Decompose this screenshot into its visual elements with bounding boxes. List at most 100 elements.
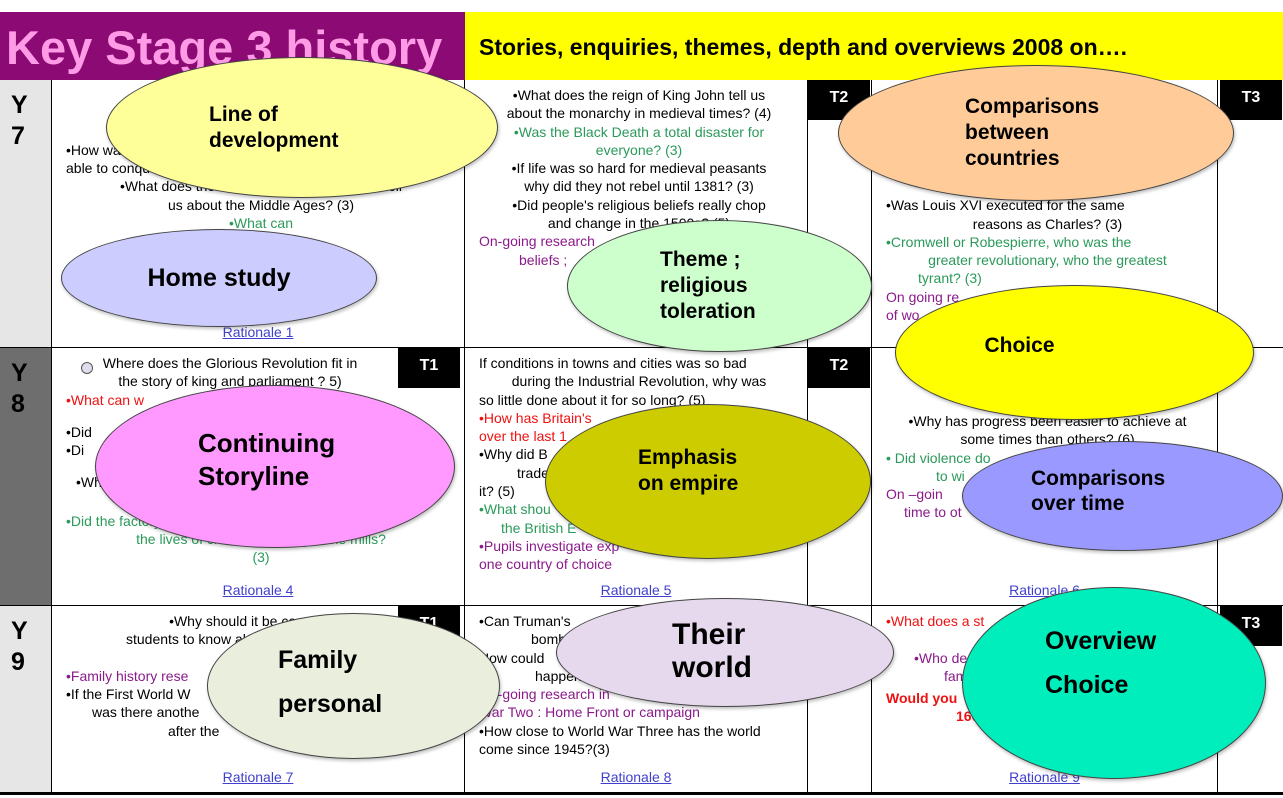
- year-label-y8: Y 8: [0, 348, 52, 606]
- text-line: during the Industrial Revolution, why wa…: [511, 373, 767, 390]
- rationale-1-link[interactable]: Rationale 1: [222, 323, 294, 340]
- text-line: •Did people's religious beliefs really c…: [512, 196, 766, 213]
- text-line: •Was the Black Death a total disaster fo…: [513, 123, 765, 140]
- gap-cell: [808, 348, 872, 606]
- text-line: greater revolutionary, who the greatest: [928, 252, 1167, 269]
- text-line: tyrant? (3): [918, 270, 982, 287]
- oval-text: Theme ;: [660, 248, 741, 271]
- year-label-y9: Y 9: [0, 606, 52, 793]
- text-line: •If the First World W: [66, 686, 191, 703]
- text-line: On-going research in: [479, 686, 610, 703]
- text-line: of wo: [886, 307, 920, 324]
- oval-family-personal: Family personal: [207, 613, 500, 759]
- oval-home-study: Home study: [61, 229, 377, 327]
- text-line: How could: [479, 649, 545, 666]
- text-line: On-going research: [479, 233, 595, 250]
- rationale-4-link[interactable]: Rationale 4: [222, 581, 294, 598]
- oval-text: Storyline: [198, 460, 310, 491]
- oval-comparisons-between-countries: Comparisons between countries: [838, 65, 1234, 201]
- gap-cell: [808, 80, 872, 348]
- year-number: 7: [11, 122, 25, 150]
- oval-text: between: [965, 121, 1050, 144]
- text-line: •How wa: [66, 141, 121, 158]
- page-subtitle: Stories, enquiries, themes, depth and ov…: [465, 12, 1283, 80]
- text-line: •Di: [66, 442, 85, 459]
- oval-text: countries: [965, 147, 1060, 170]
- oval-text: Choice: [984, 333, 1055, 357]
- text-line: the British E: [501, 519, 577, 536]
- oval-text: personal: [278, 690, 383, 718]
- year-letter: Y: [11, 91, 28, 119]
- oval-theme-religious-toleration: Theme ; religious toleration: [567, 220, 872, 352]
- text-line: Would you: [886, 690, 958, 707]
- text-line: one country of choice: [479, 556, 613, 573]
- oval-text: Continuing: [198, 427, 336, 458]
- text-line: students to know abo: [126, 631, 259, 648]
- text-line: On –goin: [886, 486, 943, 503]
- oval-text: Their: [672, 617, 746, 651]
- text-line: time to ot: [904, 504, 962, 521]
- oval-their-world: Their world: [556, 598, 894, 707]
- text-line: after the: [168, 722, 220, 739]
- oval-text: Home study: [147, 263, 291, 292]
- term-tag-y8-t2: T2: [808, 348, 870, 388]
- oval-text: Emphasis: [638, 445, 738, 469]
- oval-text: development: [209, 128, 339, 152]
- gap-cell: [1218, 348, 1283, 606]
- text-line: •Can Truman's: [479, 613, 571, 629]
- oval-comparisons-over-time: Comparisons over time: [962, 441, 1283, 551]
- gap-cell: [808, 606, 872, 793]
- text-line: •Cromwell or Robespierre, who was the: [886, 233, 1132, 250]
- text-line: On going re: [886, 288, 960, 305]
- oval-text: Overview: [1045, 627, 1157, 655]
- text-line: •How has Britain's: [479, 409, 592, 426]
- year-number: 9: [11, 648, 25, 676]
- year-letter: Y: [11, 359, 28, 387]
- text-line: about the monarchy in medieval times? (4…: [506, 105, 772, 122]
- text-line: why did they not rebel until 1381? (3): [524, 178, 754, 195]
- text-line: so little done about it for so long? (5): [479, 391, 706, 408]
- rationale-7-link[interactable]: Rationale 7: [222, 768, 294, 785]
- text-line: to wi: [936, 467, 965, 484]
- oval-line-of-development: Line of development: [106, 57, 498, 198]
- text-line: •What can w: [66, 391, 145, 408]
- cell-y8-t2: If conditions in towns and cities was so…: [465, 348, 808, 606]
- term-tag-y8-t1: T1: [398, 348, 460, 388]
- oval-text: toleration: [660, 300, 756, 323]
- text-line: •Why did B: [479, 446, 548, 463]
- oval-text: Family: [278, 646, 358, 674]
- text-line: •What can: [228, 215, 294, 232]
- text-line: fam: [944, 667, 968, 684]
- year-number: 8: [11, 390, 25, 418]
- oval-text: religious: [660, 274, 748, 297]
- oval-text: over time: [1031, 492, 1125, 515]
- text-line: (3): [252, 549, 270, 566]
- text-line: us about the Middle Ages? (3): [167, 196, 354, 213]
- oval-choice: Choice: [895, 285, 1254, 420]
- text-line: If conditions in towns and cities was so…: [479, 355, 747, 371]
- oval-text: Line of: [209, 102, 278, 126]
- text-line: everyone? (3): [595, 141, 683, 158]
- text-line: •What does a st: [886, 613, 985, 629]
- oval-continuing-storyline: Continuing Storyline: [95, 385, 455, 548]
- text-line: • Did violence do: [886, 449, 991, 466]
- rationale-8-link[interactable]: Rationale 8: [600, 768, 672, 785]
- oval-text: world: [672, 650, 752, 684]
- year-label-y7: Y 7: [0, 80, 52, 348]
- text-line: over the last 1: [479, 428, 567, 445]
- text-line: Where does the Glorious Revolution fit i…: [102, 355, 358, 371]
- oval-emphasis-on-empire: Emphasis on empire: [545, 404, 871, 559]
- text-line: come since 1945?(3): [479, 741, 610, 758]
- term-tag-y7-t3: T3: [1220, 80, 1282, 120]
- text-line: •Wh: [76, 474, 102, 491]
- text-line: War Two : Home Front or campaign: [479, 704, 700, 721]
- text-line: •Family history rese: [66, 667, 189, 684]
- text-line: beliefs ;: [519, 251, 568, 268]
- marker-dot: [81, 362, 93, 374]
- text-line: •Did: [66, 423, 92, 440]
- oval-text: Choice: [1045, 671, 1129, 699]
- rationale-5-link[interactable]: Rationale 5: [600, 581, 672, 598]
- text-line: •Pupils investigate exp: [479, 537, 620, 554]
- text-line: •Who de: [914, 649, 968, 666]
